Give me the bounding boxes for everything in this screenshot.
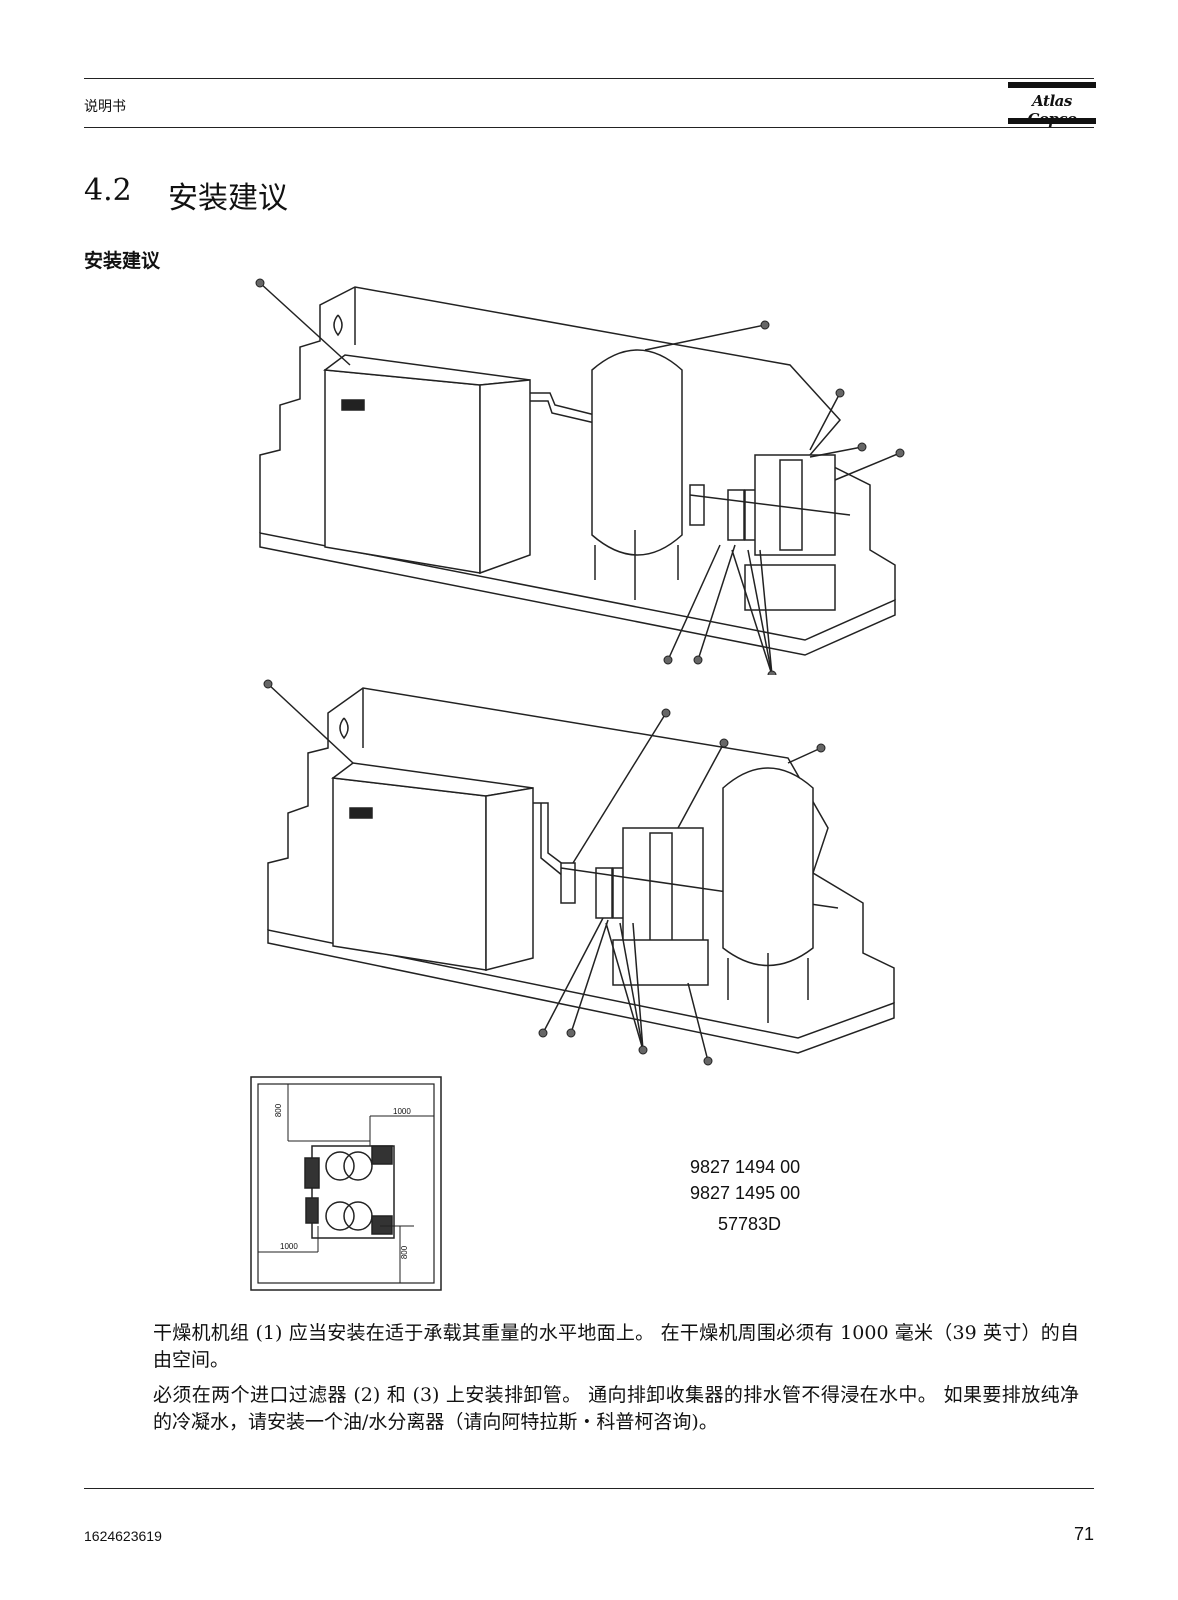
body-paragraph-2: 必须在两个进口过滤器 (2) 和 (3) 上安装排卸管。 通向排卸收集器的排水管… — [153, 1384, 1079, 1433]
figure-code-3: 57783D — [718, 1214, 782, 1234]
figure-code-2: 9827 1495 00 — [690, 1183, 801, 1203]
document-number: 1624623619 — [84, 1528, 162, 1544]
installation-diagram-top — [255, 278, 905, 675]
header-bottom-rule — [84, 127, 1094, 128]
atlas-copco-logo: Atlas Copco — [1008, 82, 1096, 128]
subheading: 安装建议 — [84, 250, 161, 272]
clearance-plan: 800 1000 1000 800 — [250, 1076, 442, 1291]
body-paragraph-1: 干燥机机组 (1) 应当安装在适于承载其重量的水平地面上。 在干燥机周围必须有 … — [153, 1322, 1079, 1371]
page-number: 71 — [1073, 1524, 1094, 1544]
section-number: 4.2 — [84, 173, 132, 208]
dimension-top: 800 — [274, 1103, 284, 1118]
document-type: 说明书 — [84, 99, 126, 115]
dimension-right: 1000 — [393, 1107, 411, 1116]
figure-code-1: 9827 1494 00 — [690, 1157, 801, 1177]
footer-rule — [84, 1488, 1094, 1489]
dimension-bottom: 800 — [400, 1245, 410, 1260]
header-top-rule — [84, 78, 1094, 79]
installation-diagram-bottom — [263, 679, 895, 1066]
section-title: 安装建议 — [168, 181, 288, 216]
dimension-left: 1000 — [280, 1242, 298, 1251]
